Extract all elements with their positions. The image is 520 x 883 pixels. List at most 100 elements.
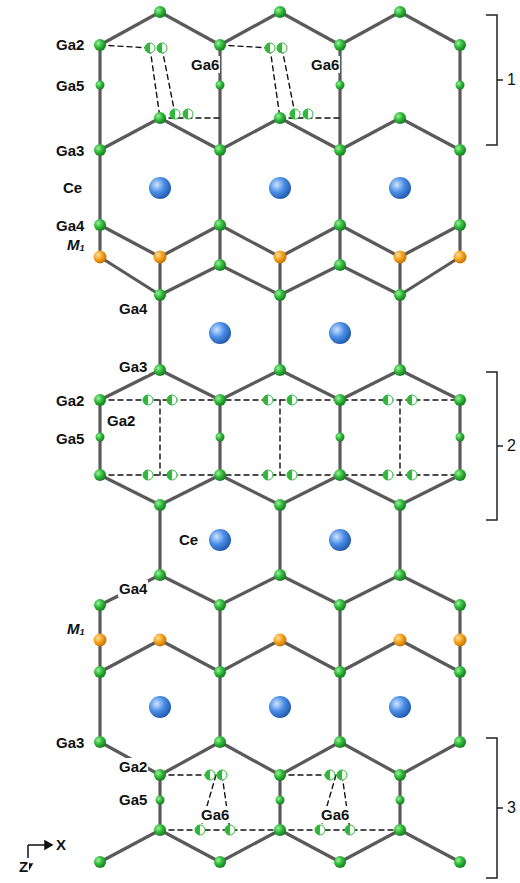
- partial-atom: [263, 470, 268, 480]
- bond: [340, 640, 400, 672]
- bond: [338, 605, 341, 672]
- ga-atom: [454, 219, 466, 231]
- partial-atom: [277, 43, 287, 53]
- ga-atom: [334, 259, 346, 271]
- ga-atom: [394, 769, 406, 781]
- dashed-bond: [279, 400, 280, 475]
- partial-atom: [167, 470, 172, 480]
- bond: [218, 605, 221, 672]
- partial-atom: [287, 470, 297, 480]
- partial-atom: [143, 470, 153, 480]
- bond: [400, 225, 460, 257]
- bond: [340, 118, 400, 150]
- ga-atom: [94, 856, 106, 868]
- bond: [280, 575, 340, 605]
- partial-atom: [195, 825, 205, 835]
- atom-label: Ga2: [55, 36, 85, 53]
- ga-atom: [214, 469, 226, 481]
- bond: [100, 830, 160, 862]
- bond: [220, 118, 280, 150]
- ga-atom: [274, 824, 286, 836]
- dashed-bond: [160, 829, 280, 830]
- partial-atom: [263, 470, 273, 480]
- partial-atom: [325, 770, 335, 780]
- dashed-bond: [160, 774, 210, 775]
- ga-atom: [336, 433, 345, 442]
- bond: [400, 257, 460, 295]
- ga-atom: [274, 569, 286, 581]
- partial-atom: [145, 43, 155, 53]
- partial-atom: [265, 43, 270, 53]
- bond: [160, 12, 220, 45]
- dashed-bond: [159, 400, 160, 475]
- ga-atom: [454, 736, 466, 748]
- bond: [398, 505, 401, 575]
- axis-label: X: [55, 836, 67, 853]
- atom-label: Ga4: [118, 300, 148, 317]
- m-atom: [454, 251, 467, 264]
- partial-atom: [195, 825, 200, 835]
- bond: [100, 742, 160, 775]
- partial-atom: [225, 825, 235, 835]
- bond: [160, 118, 220, 150]
- ga-atom: [334, 394, 346, 406]
- ga-atom: [334, 144, 346, 156]
- bond: [220, 640, 280, 672]
- partial-atom: [315, 825, 325, 835]
- bond: [100, 575, 160, 605]
- bond: [280, 830, 340, 862]
- dashed-bond: [282, 48, 295, 114]
- ga-atom: [216, 433, 225, 442]
- partial-atom: [183, 109, 193, 119]
- partial-atom: [143, 470, 148, 480]
- partial-atom: [303, 109, 308, 119]
- atom-label: Ga6: [200, 806, 230, 823]
- partial-atom: [263, 395, 273, 405]
- partial-atom: [315, 825, 320, 835]
- partial-atom: [167, 470, 177, 480]
- ga-atom: [334, 39, 346, 51]
- ga-atom: [274, 769, 286, 781]
- ga-atom: [396, 796, 405, 805]
- partial-atom: [225, 825, 230, 835]
- ga-atom: [94, 39, 106, 51]
- partial-atom: [183, 109, 188, 119]
- bond: [340, 742, 400, 775]
- bond: [278, 505, 281, 575]
- dashed-bond: [280, 829, 400, 830]
- ga-atom: [394, 499, 406, 511]
- ga-atom: [276, 796, 285, 805]
- partial-atom: [170, 109, 180, 119]
- ga-atom: [334, 666, 346, 678]
- atom-label: Ga6: [190, 56, 220, 73]
- partial-atom: [325, 770, 330, 780]
- partial-atom: [337, 770, 342, 780]
- atom-label: Ga3: [55, 734, 85, 751]
- dashed-bond: [280, 774, 330, 775]
- m-atom: [94, 251, 107, 264]
- partial-atom: [383, 395, 388, 405]
- partial-atom: [167, 395, 177, 405]
- ga-atom: [274, 364, 286, 376]
- ga-atom: [214, 39, 226, 51]
- partial-atom: [170, 109, 175, 119]
- bond: [280, 265, 340, 295]
- bond: [160, 830, 220, 862]
- atom-label: Ga4: [55, 217, 85, 234]
- atom-label: Ga5: [55, 430, 85, 447]
- bond: [280, 118, 340, 150]
- ga-atom: [454, 856, 466, 868]
- partial-atom: [383, 470, 393, 480]
- atom-label: Ga2: [55, 392, 85, 409]
- bond: [100, 12, 160, 45]
- partial-atom: [345, 825, 350, 835]
- partial-atom: [407, 395, 417, 405]
- atom-label: Ce: [178, 531, 199, 548]
- atom-label: M₁: [66, 236, 86, 253]
- atom-label: Ga4: [118, 580, 148, 597]
- partial-atom: [205, 770, 210, 780]
- partial-atom: [290, 109, 300, 119]
- bond: [400, 640, 460, 672]
- partial-atom: [145, 43, 150, 53]
- bond: [458, 45, 461, 225]
